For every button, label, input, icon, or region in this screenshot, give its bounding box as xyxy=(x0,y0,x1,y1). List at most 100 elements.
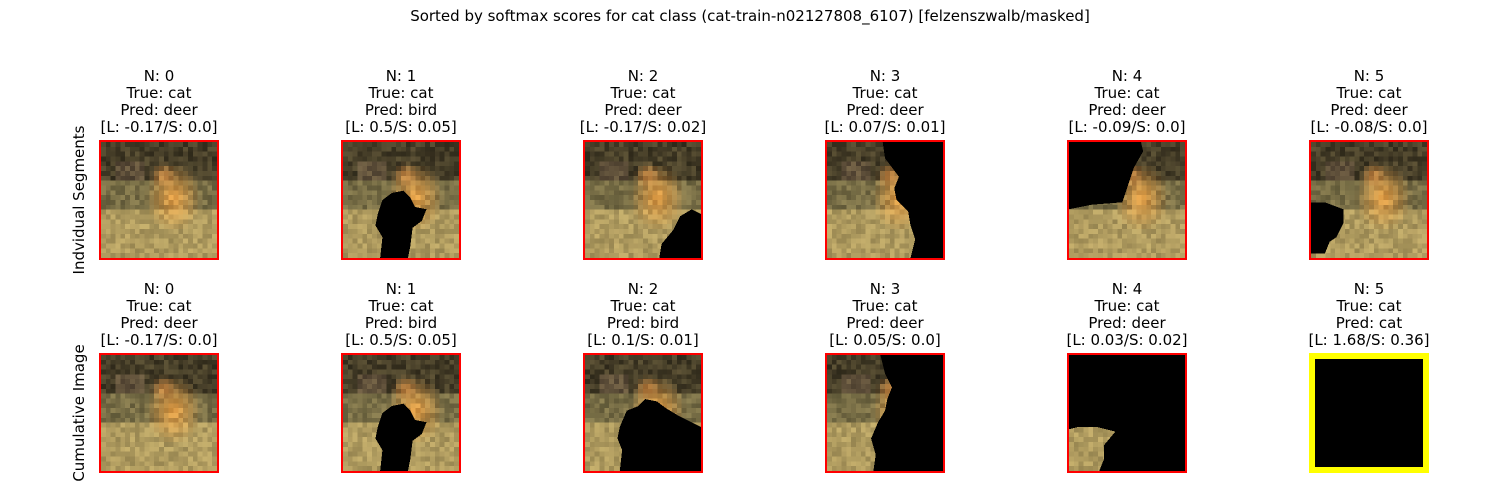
segment-mask xyxy=(1315,359,1423,467)
segment-mask xyxy=(1311,202,1344,254)
segment-mask xyxy=(617,399,701,471)
image-frame xyxy=(825,353,945,473)
score-label: [L: -0.17/S: 0.0] xyxy=(100,118,218,136)
masked-image xyxy=(343,355,459,471)
masked-image xyxy=(101,355,217,471)
panel-index: N: 1 xyxy=(385,67,417,85)
predicted-label: Pred: bird xyxy=(364,314,438,332)
masked-image xyxy=(343,142,459,258)
panel-index: N: 1 xyxy=(385,280,417,298)
predicted-label: Pred: deer xyxy=(604,101,682,119)
masked-image xyxy=(1315,359,1423,467)
score-label: [L: 0.07/S: 0.01] xyxy=(824,118,946,136)
predicted-label: Pred: bird xyxy=(364,101,438,119)
row-label-individual-segments: Indvidual Segments xyxy=(70,125,88,275)
image-pixels xyxy=(101,355,217,471)
true-label: True: cat xyxy=(1336,84,1402,102)
segment-mask xyxy=(1069,355,1185,471)
panel-index: N: 4 xyxy=(1111,280,1143,298)
true-label: True: cat xyxy=(126,297,192,315)
score-label: [L: -0.17/S: 0.02] xyxy=(579,118,707,136)
panel-index: N: 5 xyxy=(1353,280,1385,298)
segment-mask xyxy=(375,190,427,258)
segment-mask xyxy=(882,142,943,258)
predicted-label: Pred: cat xyxy=(1335,314,1403,332)
masked-image xyxy=(1069,355,1185,471)
image-frame xyxy=(583,140,703,260)
panel-index: N: 5 xyxy=(1353,67,1385,85)
true-label: True: cat xyxy=(368,84,434,102)
predicted-label: Pred: bird xyxy=(606,314,680,332)
masked-image xyxy=(585,355,701,471)
true-label: True: cat xyxy=(1336,297,1402,315)
masked-image xyxy=(827,355,943,471)
masked-image xyxy=(101,142,217,258)
true-label: True: cat xyxy=(126,84,192,102)
predicted-label: Pred: deer xyxy=(1330,101,1408,119)
score-label: [L: 0.1/S: 0.01] xyxy=(587,331,699,349)
score-label: [L: -0.09/S: 0.0] xyxy=(1068,118,1186,136)
panel-index: N: 4 xyxy=(1111,67,1143,85)
panel-index: N: 2 xyxy=(627,280,659,298)
image-frame xyxy=(825,140,945,260)
masked-image xyxy=(585,142,701,258)
true-label: True: cat xyxy=(368,297,434,315)
image-pixels xyxy=(343,142,459,258)
score-label: [L: 1.68/S: 0.36] xyxy=(1308,331,1430,349)
true-label: True: cat xyxy=(1094,297,1160,315)
image-frame xyxy=(341,353,461,473)
panel-index: N: 0 xyxy=(143,280,175,298)
predicted-label: Pred: deer xyxy=(120,314,198,332)
panel-index: N: 3 xyxy=(869,280,901,298)
panel-index: N: 3 xyxy=(869,67,901,85)
image-frame xyxy=(99,353,219,473)
true-label: True: cat xyxy=(1094,84,1160,102)
image-pixels xyxy=(101,142,217,258)
predicted-label: Pred: deer xyxy=(1088,101,1166,119)
figure-title: Sorted by softmax scores for cat class (… xyxy=(410,7,1090,25)
segment-mask xyxy=(375,403,427,471)
score-label: [L: 0.05/S: 0.0] xyxy=(829,331,941,349)
score-label: [L: -0.08/S: 0.0] xyxy=(1310,118,1428,136)
image-frame xyxy=(1067,140,1187,260)
segment-mask xyxy=(659,209,701,258)
image-frame xyxy=(1067,353,1187,473)
image-frame xyxy=(1309,140,1429,260)
true-label: True: cat xyxy=(610,297,676,315)
score-label: [L: 0.5/S: 0.05] xyxy=(345,118,457,136)
score-label: [L: -0.17/S: 0.0] xyxy=(100,331,218,349)
masked-image xyxy=(827,142,943,258)
image-pixels xyxy=(1069,142,1185,258)
masked-image xyxy=(1069,142,1185,258)
masked-image xyxy=(1311,142,1427,258)
row-label-cumulative-image: Cumulative Image xyxy=(70,344,88,482)
predicted-label: Pred: deer xyxy=(846,101,924,119)
image-frame xyxy=(583,353,703,473)
image-frame xyxy=(99,140,219,260)
true-label: True: cat xyxy=(610,84,676,102)
highlighted-image-frame xyxy=(1309,353,1429,473)
image-frame xyxy=(341,140,461,260)
